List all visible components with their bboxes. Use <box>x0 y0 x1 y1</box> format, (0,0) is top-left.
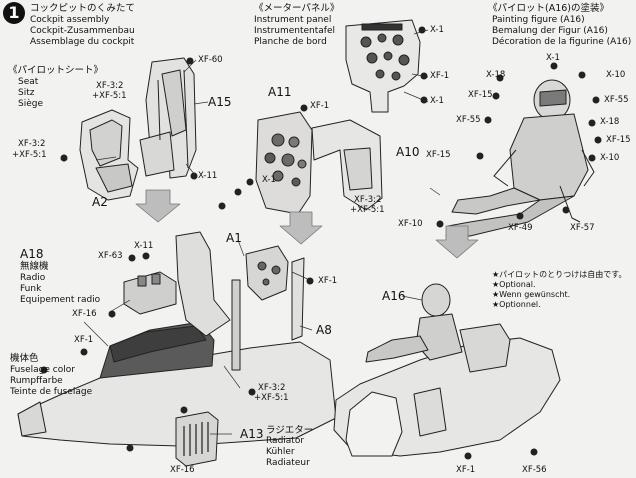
optional-note-en: ★Optional. <box>492 280 536 289</box>
optional-note: ★パイロットのとりつけは自由です。 ★Optional. ★Wenn gewün… <box>492 270 626 310</box>
paint-x1-ip: X-1 <box>262 175 276 185</box>
paint-x11-seat: X-11 <box>198 171 218 181</box>
paint-xf32-main: XF-3:2 <box>258 383 286 393</box>
paint-x10-figure2: X-10 <box>600 153 620 163</box>
instrument-title-en: Instrument panel <box>254 15 332 25</box>
optional-note-de: ★Wenn gewünscht. <box>492 290 571 299</box>
optional-note-fr: ★Optionnel. <box>492 300 541 309</box>
paint-xf57: XF-57 <box>570 223 595 233</box>
cockpit-assembly-drawing <box>17 231 337 467</box>
instrument-panel-drawing <box>255 111 383 215</box>
paint-xf51-a: +XF-5:1 <box>92 91 127 101</box>
paint-xf49: XF-49 <box>508 223 533 233</box>
paint-xf32-ip: XF-3:2 <box>354 195 382 205</box>
fuselage-de: Rumpffarbe <box>10 376 63 386</box>
fuselage-jp: 機体色 <box>10 353 39 364</box>
radiator-jp: ラジエター <box>266 425 314 436</box>
paint-xf32-b: XF-3:2 <box>18 139 46 149</box>
step-number-badge: 1 <box>3 2 25 24</box>
paint-xf15-figure3: XF-15 <box>426 150 451 160</box>
painting-title-fr: Décoration de la figurine (A16) <box>492 37 632 47</box>
step-title-de: Cockpit-Zusammenbau <box>30 26 135 36</box>
part-a16-label-lower: A16 <box>382 289 406 303</box>
seat-a2-drawing <box>79 109 139 201</box>
cockpit-assembly-right-drawing <box>333 283 561 457</box>
seat-title-de: Sitz <box>18 88 35 98</box>
paint-x1-panel3: X-1 <box>430 96 444 106</box>
instrument-title-jp: 《メーターパネル》 <box>254 3 340 14</box>
paint-xf16-radiator: XF-16 <box>170 465 195 475</box>
part-a10-label: A10 <box>396 145 420 159</box>
optional-note-jp: ★パイロットのとりつけは自由です。 <box>492 270 627 279</box>
paint-x11-radio: X-11 <box>134 241 154 251</box>
paint-xf1-ip: XF-1 <box>310 101 330 111</box>
radiator-fr: Radiateur <box>266 458 310 468</box>
paint-xf1-panel2: XF-1 <box>430 71 450 81</box>
fuselage-fr: Teinte de fuselage <box>10 387 93 397</box>
part-a2-label: A2 <box>92 195 108 209</box>
step-title-fr: Assemblage du cockpit <box>30 37 135 47</box>
part-a18-label: A18 <box>20 247 44 261</box>
panel-top-drawing <box>345 19 421 113</box>
seat-title-en: Seat <box>18 77 39 87</box>
frame-a15-drawing <box>139 57 197 179</box>
seat-title-jp: 《パイロットシート》 <box>8 65 104 76</box>
part-a8-label: A8 <box>316 323 332 337</box>
pilot-figure-drawing <box>445 79 595 237</box>
paint-xf15-figure2: XF-15 <box>606 135 631 145</box>
part-a1-label: A1 <box>226 231 242 245</box>
paint-xf32-a: XF-3:2 <box>96 81 124 91</box>
instrument-title-fr: Planche de bord <box>254 37 327 47</box>
radio-jp: 無線機 <box>20 261 49 272</box>
paint-xf51-b: +XF-5:1 <box>12 150 47 160</box>
paint-xf56: XF-56 <box>522 465 547 475</box>
paint-xf16-radio: XF-16 <box>72 309 97 319</box>
radio-de: Funk <box>20 284 42 294</box>
painting-title-de: Bemalung der Figur (A16) <box>492 26 608 36</box>
seat-title-fr: Siège <box>18 99 44 109</box>
paint-xf10: XF-10 <box>398 219 423 229</box>
radiator-de: Kühler <box>266 447 295 457</box>
fuselage-en: Fuselage color <box>10 365 75 375</box>
assembly-arrows <box>135 189 479 259</box>
part-a13-label: A13 <box>240 427 264 441</box>
paint-xf55-figure2: XF-55 <box>456 115 481 125</box>
paint-xf1-main: XF-1 <box>318 276 338 286</box>
step-title-en: Cockpit assembly <box>30 15 110 25</box>
paint-xf51-main: +XF-5:1 <box>254 393 289 403</box>
paint-xf63: XF-63 <box>98 251 123 261</box>
radio-fr: Equipement radio <box>20 295 101 305</box>
paint-xf51-ip: +XF-5:1 <box>350 205 385 215</box>
paint-xf1-fuselage: XF-1 <box>74 335 94 345</box>
paint-x1-panel1: X-1 <box>430 25 444 35</box>
paint-x1-figure: X-1 <box>546 53 560 63</box>
step-title-jp: コックピットのくみたて <box>30 3 135 14</box>
instrument-title-de: Instrumententafel <box>254 26 336 36</box>
paint-x10-figure1: X-10 <box>606 70 626 80</box>
radiator-en: Radiator <box>266 436 305 446</box>
paint-xf15-figure1: XF-15 <box>468 90 493 100</box>
painting-title-en: Painting figure (A16) <box>492 15 585 25</box>
paint-xf60: XF-60 <box>198 55 223 65</box>
radio-en: Radio <box>20 273 46 283</box>
part-a11-label: A11 <box>268 85 292 99</box>
paint-x18-figure1: X-18 <box>486 70 506 80</box>
paint-x18-figure2: X-18 <box>600 117 620 127</box>
paint-xf55-figure1: XF-55 <box>604 95 629 105</box>
part-a15-label: A15 <box>208 95 232 109</box>
paint-xf1-bottom: XF-1 <box>456 465 476 475</box>
painting-title-jp: 《パイロット(A16)の塗装》 <box>488 3 610 14</box>
